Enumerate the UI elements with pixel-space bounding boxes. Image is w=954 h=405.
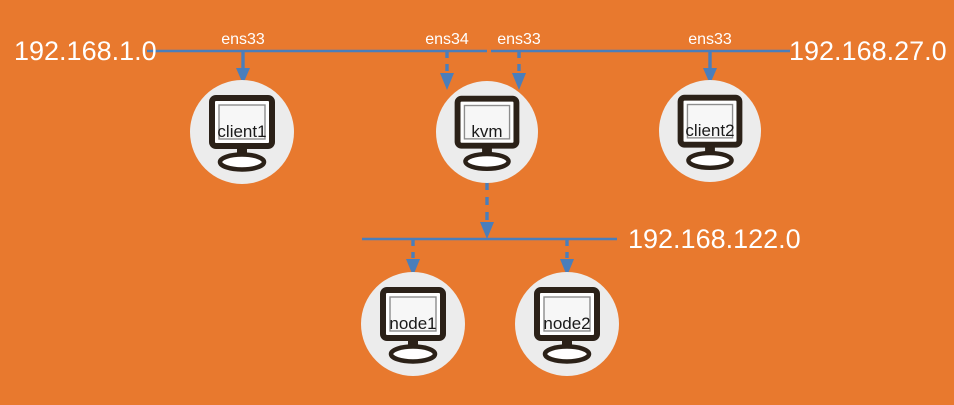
link-192-168-122-0-node2: [560, 239, 574, 276]
node-label-node2: node2: [543, 314, 591, 333]
node-client2[interactable]: client2: [659, 80, 761, 182]
node-client1[interactable]: client1: [190, 80, 294, 184]
interface-label-ens33-client2: ens33: [688, 31, 732, 48]
interface-label-ens33-client1: ens33: [221, 31, 265, 48]
node-label-kvm: kvm: [471, 122, 503, 141]
node-kvm[interactable]: kvm: [436, 81, 538, 183]
link-ens33-kvm: [512, 51, 526, 90]
node-node1[interactable]: node1: [361, 272, 465, 376]
link-192-168-122-0-node1: [406, 239, 420, 276]
node-node2[interactable]: node2: [515, 272, 619, 376]
computer-monitor-icon: [534, 287, 600, 364]
computer-monitor-icon: [380, 287, 446, 364]
interface-label-ens33-kvm: ens33: [497, 31, 541, 48]
interface-label-ens34-kvm: ens34: [425, 31, 469, 48]
link-kvm-192-168-122-0: [480, 182, 494, 239]
computer-monitor-icon: [677, 94, 743, 170]
network-label-192-168-27-0: 192.168.27.0: [789, 36, 947, 66]
computer-monitor-icon: [209, 95, 275, 172]
node-label-node1: node1: [389, 314, 437, 333]
network-label-192-168-1-0: 192.168.1.0: [14, 36, 157, 66]
node-label-client2: client2: [685, 121, 735, 140]
network-label-192-168-122-0: 192.168.122.0: [628, 224, 801, 254]
link-ens34-kvm: [440, 51, 454, 90]
link-ens33-client2: [703, 51, 717, 84]
link-ens33-client1: [236, 51, 250, 84]
computer-monitor-icon: [454, 95, 520, 171]
node-label-client1: client1: [217, 122, 267, 141]
